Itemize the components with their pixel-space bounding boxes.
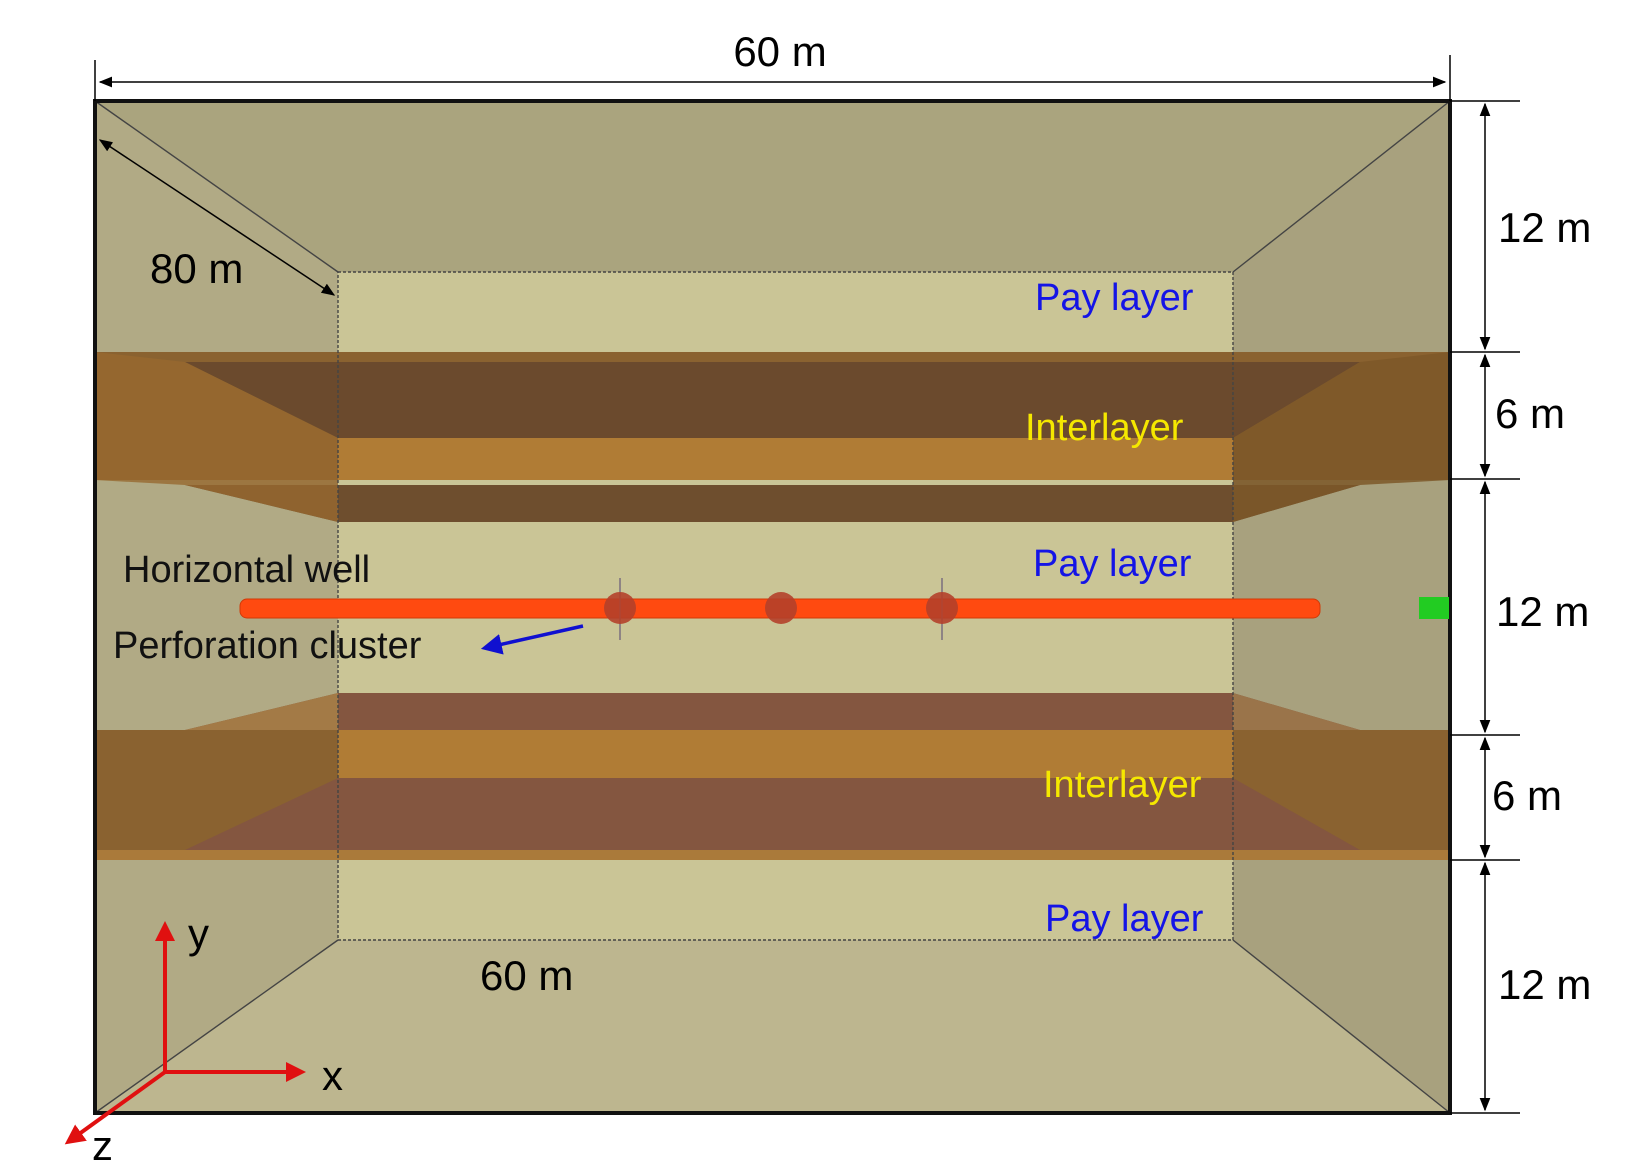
interlayer-top-wedge	[185, 693, 1360, 730]
thickness-pay-top: 12 m	[1498, 204, 1591, 251]
interlayer-front-strip	[338, 438, 1233, 480]
perforation-cluster-label: Perforation cluster	[113, 625, 422, 667]
width-top-label: 60 m	[733, 28, 826, 75]
depth-label: 80 m	[150, 245, 243, 292]
perforation-1	[604, 592, 636, 624]
upper-interlayer	[95, 352, 1450, 522]
thickness-pay-middle: 12 m	[1496, 588, 1589, 635]
perforation-arrow	[480, 624, 584, 655]
interlayer-inner-bottom	[185, 778, 1360, 850]
interlayer-left-slope	[95, 693, 338, 730]
interlayer-left-wedge	[95, 352, 338, 522]
horizontal-well	[239, 578, 1321, 640]
pay-layer-label-1: Pay layer	[1035, 277, 1194, 319]
lower-interlayer	[95, 693, 1450, 860]
interlayer-label-2: Interlayer	[1043, 764, 1202, 806]
depth-dimension	[98, 139, 336, 296]
thickness-interlayer-bottom: 6 m	[1492, 772, 1562, 819]
width-bottom-label: 60 m	[480, 952, 573, 999]
horizontal-well-label: Horizontal well	[123, 549, 370, 591]
thickness-pay-bottom: 12 m	[1498, 961, 1591, 1008]
pay-layer-label-2: Pay layer	[1033, 543, 1192, 585]
pay-layer-label-3: Pay layer	[1045, 898, 1204, 940]
y-axis-label: y	[188, 910, 209, 957]
thickness-interlayer-top: 6 m	[1495, 390, 1565, 437]
interlayer-right-wedge	[1233, 352, 1450, 522]
thickness-dimension	[1450, 100, 1520, 1114]
interlayer-label-1: Interlayer	[1025, 407, 1184, 449]
coordinate-axes	[64, 921, 306, 1145]
interlayer-underside	[185, 485, 1360, 522]
width-dimension-top	[94, 55, 1451, 101]
box-outline	[93, 99, 1452, 1115]
top-face	[95, 101, 1450, 272]
x-axis-label: x	[322, 1052, 343, 1099]
interlayer-bottom-edge	[95, 850, 1450, 860]
z-axis-arrow	[64, 1070, 167, 1145]
perforation-cluster	[604, 578, 958, 640]
bottom-face	[95, 940, 1450, 1113]
interlayer-inner-top	[185, 362, 1360, 438]
perforation-2	[765, 592, 797, 624]
perforation-3	[926, 592, 958, 624]
green-marker	[1419, 597, 1449, 619]
interlayer-front-strip	[338, 730, 1233, 778]
interlayer-right-slope	[1233, 693, 1450, 730]
z-axis-label: z	[92, 1122, 113, 1169]
